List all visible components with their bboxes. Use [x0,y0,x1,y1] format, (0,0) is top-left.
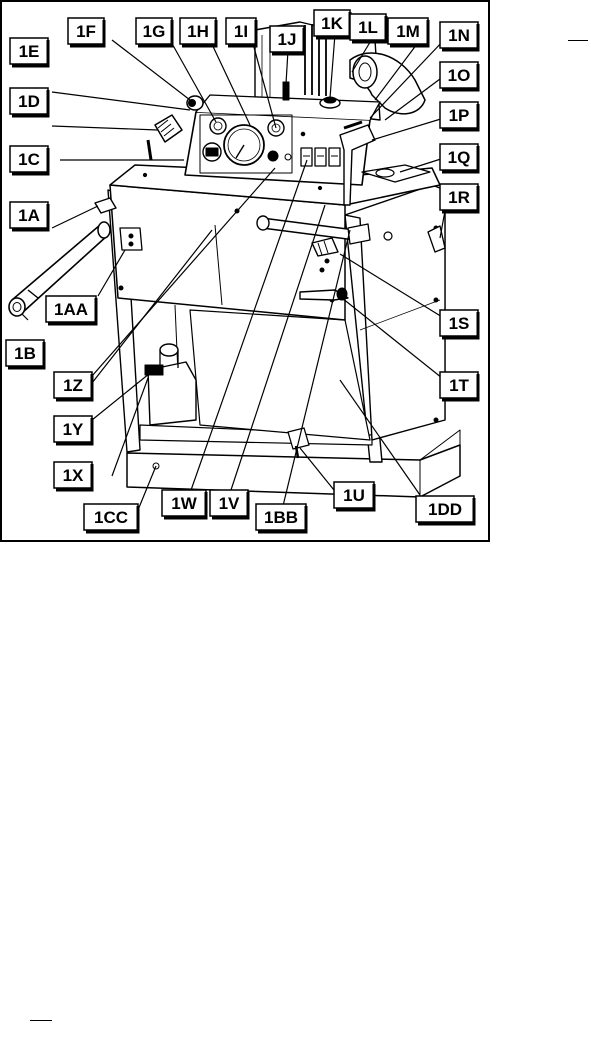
callout-1A: 1A [10,202,48,230]
callout-1D: 1D [10,88,48,116]
switch-2 [315,148,326,166]
callout-1Y-label: 1Y [63,420,84,439]
callout-1Q: 1Q [440,144,478,172]
callout-1P: 1P [440,102,478,130]
callout-1BB-label: 1BB [264,508,298,527]
margin-mark-bottom-left [30,1020,52,1021]
callout-1P-label: 1P [449,106,470,125]
margin-mark-top-right [568,40,588,41]
callout-1L-label: 1L [358,18,378,37]
callout-1G: 1G [136,18,172,46]
callout-1Y: 1Y [54,416,92,444]
callout-1J: 1J [270,26,304,54]
callout-1E-label: 1E [19,42,40,61]
callout-1C: 1C [10,146,48,174]
base-plinth [127,445,460,497]
switch-3 [329,148,340,166]
callout-1D-label: 1D [18,92,40,111]
callout-1O: 1O [440,62,478,90]
callout-1DD: 1DD [416,496,474,524]
callout-1V: 1V [210,490,248,518]
callout-1CC: 1CC [84,504,138,532]
callout-1X-label: 1X [63,466,84,485]
callout-1E: 1E [10,38,48,66]
callout-1H-label: 1H [187,22,209,41]
callout-1X: 1X [54,462,92,490]
callout-1W: 1W [162,490,206,518]
callout-1C-label: 1C [18,150,40,169]
callout-1U: 1U [334,482,374,510]
callout-1J-label: 1J [278,30,297,49]
callout-1L: 1L [350,14,386,42]
callout-1I: 1I [226,18,256,46]
callout-1B-label: 1B [14,344,36,363]
knob [268,151,278,161]
callout-1O-label: 1O [448,66,471,85]
left-valve [155,115,182,142]
callout-1F: 1F [68,18,104,46]
callout-1A-label: 1A [18,206,40,225]
callout-1F-label: 1F [76,22,96,41]
callout-1T-label: 1T [449,376,469,395]
callout-1V-label: 1V [219,494,240,513]
callout-1W-label: 1W [171,494,197,513]
callout-1G-label: 1G [143,22,166,41]
callout-1Z: 1Z [54,372,92,400]
callout-1S: 1S [440,310,478,338]
callout-1AA: 1AA [46,296,96,324]
callout-1BB: 1BB [256,504,306,532]
callout-1AA-label: 1AA [54,300,88,319]
switch-1 [301,148,312,166]
callout-1B: 1B [6,340,44,368]
callout-1R: 1R [440,184,478,212]
callout-1N-label: 1N [448,26,470,45]
callout-1CC-label: 1CC [94,508,128,527]
cabinet-back-panel [190,310,370,440]
gauge-left [210,118,226,134]
callout-1R-label: 1R [448,188,470,207]
callout-1U-label: 1U [343,486,365,505]
top-post [283,82,289,100]
callout-1Q-label: 1Q [448,148,471,167]
callout-1N: 1N [440,22,478,50]
callout-1K: 1K [314,10,350,38]
callout-1K-label: 1K [321,14,343,33]
callout-1T: 1T [440,372,478,400]
callout-1Z-label: 1Z [63,376,83,395]
callout-1DD-label: 1DD [428,500,462,519]
callout-1M-label: 1M [396,22,420,41]
callout-1I-label: 1I [234,22,248,41]
callout-1S-label: 1S [449,314,470,333]
callout-1H: 1H [180,18,216,46]
callout-1M: 1M [388,18,428,46]
